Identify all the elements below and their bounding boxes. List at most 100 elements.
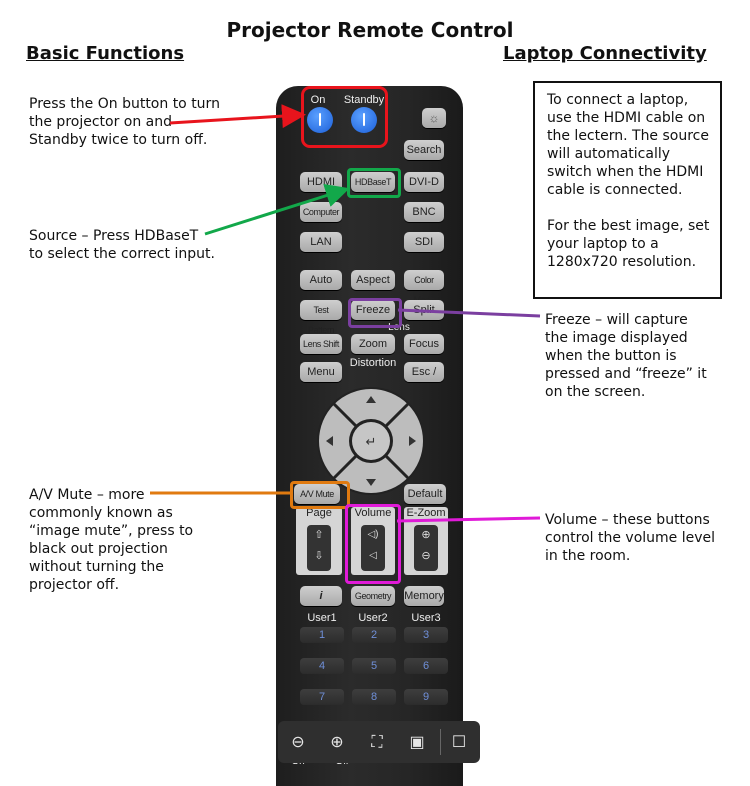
- number-1-button[interactable]: 1: [300, 627, 344, 643]
- user1-label: User1: [307, 612, 337, 624]
- hdbaset-button[interactable]: HDBaseT: [351, 172, 395, 192]
- volume-up-icon: ◁): [367, 529, 379, 540]
- on-label: On: [310, 94, 326, 106]
- comment-icon[interactable]: ☐: [451, 734, 467, 751]
- esc-button[interactable]: Esc /: [404, 362, 444, 382]
- remote-control-image: On Standby ☼ Search HDMI HDBaseT DVI-D C…: [276, 86, 463, 786]
- page-label: Page: [306, 507, 332, 519]
- bnc-button[interactable]: BNC: [404, 202, 444, 222]
- enter-icon: ↵: [366, 435, 377, 450]
- up-arrow-icon: [366, 396, 376, 403]
- laptop-box-line: To connect a laptop,: [547, 92, 689, 108]
- search-button[interactable]: Search: [404, 140, 444, 160]
- ezoom-panel: E-Zoom ⊕ ⊖: [404, 507, 448, 575]
- lan-button[interactable]: LAN: [300, 232, 342, 252]
- laptop-box-line: switch when the HDMI: [547, 164, 704, 180]
- number-6-button[interactable]: 6: [404, 658, 448, 674]
- laptop-box-line: your laptop to a: [547, 236, 659, 252]
- av-mute-note-line: A/V Mute – more: [29, 487, 145, 503]
- laptop-connectivity-heading: Laptop Connectivity: [503, 43, 707, 64]
- volume-note-line: control the volume level: [545, 530, 716, 546]
- freeze-note-line: when the button is: [545, 348, 677, 364]
- volume-pointer-line: [396, 516, 541, 523]
- laptop-box-line: 1280x720 resolution.: [547, 254, 697, 270]
- viewer-toolbar: ⊖ ⊕ ⛶ ▣ ☐: [278, 721, 480, 763]
- page-up-icon: ⇧: [314, 529, 324, 541]
- number-2-button[interactable]: 2: [352, 627, 396, 643]
- basic-functions-heading: Basic Functions: [26, 43, 185, 64]
- freeze-note-line: on the screen.: [545, 384, 646, 400]
- user2-label: User2: [358, 612, 388, 624]
- dvid-button[interactable]: DVI-D: [404, 172, 444, 192]
- volume-rocker[interactable]: ◁) ◁: [361, 525, 385, 571]
- source-note-line: Source – Press HDBaseT: [29, 228, 199, 244]
- av-mute-note-line: projector off.: [29, 577, 120, 593]
- geometry-button[interactable]: Geometry: [351, 586, 395, 606]
- light-button[interactable]: ☼: [422, 108, 446, 128]
- zoom-out-icon[interactable]: ⊖: [291, 734, 305, 751]
- page-rocker[interactable]: ⇧ ⇩: [307, 525, 331, 571]
- volume-highlight: [345, 504, 401, 584]
- auto-button[interactable]: Auto: [300, 270, 342, 290]
- freeze-highlight: [348, 298, 402, 328]
- av-mute-highlight: [290, 481, 350, 509]
- source-pointer-line: [204, 183, 350, 236]
- left-arrow-icon: [326, 436, 333, 446]
- freeze-note-line: Freeze – will capture: [545, 312, 688, 328]
- av-mute-note-line: without turning the: [29, 559, 164, 575]
- test-pattern-button[interactable]: Test Pattern: [300, 300, 342, 335]
- memory-button[interactable]: Memory: [404, 586, 444, 606]
- esc-label: Esc /: [411, 366, 437, 378]
- volume-note-line: Volume – these buttons: [545, 512, 710, 528]
- dpad[interactable]: ↵: [316, 386, 426, 496]
- standby-label: Standby: [343, 94, 385, 106]
- number-3-button[interactable]: 3: [404, 627, 448, 643]
- freeze-note-line: the image displayed: [545, 330, 688, 346]
- av-mute-note: A/V Mute – more commonly known as “image…: [29, 486, 193, 594]
- lens-shift-button[interactable]: Lens Shift: [300, 334, 342, 354]
- av-mute-note-line: commonly known as: [29, 505, 173, 521]
- right-arrow-icon: [409, 436, 416, 446]
- sun-icon: ☼: [428, 111, 440, 125]
- default-button[interactable]: Default: [404, 484, 446, 504]
- number-4-button[interactable]: 4: [300, 658, 344, 674]
- page-title: Projector Remote Control: [226, 18, 514, 42]
- number-5-button[interactable]: 5: [352, 658, 396, 674]
- hdbaset-highlight: [347, 168, 401, 198]
- power-note-line: Standby twice to turn off.: [29, 132, 208, 148]
- number-7-button[interactable]: 7: [300, 689, 344, 705]
- laptop-box-line: will automatically: [547, 146, 671, 162]
- ezoom-label: E-Zoom: [406, 507, 446, 519]
- av-mute-note-line: “image mute”, press to: [29, 523, 194, 539]
- sdi-button[interactable]: SDI: [404, 232, 444, 252]
- zoom-button[interactable]: Zoom: [351, 334, 395, 354]
- user3-label: User3: [411, 612, 441, 624]
- power-on-button[interactable]: [307, 107, 333, 133]
- ezoom-rocker[interactable]: ⊕ ⊖: [414, 525, 438, 571]
- laptop-box-line: the lectern. The source: [547, 128, 709, 144]
- standby-button[interactable]: [351, 107, 377, 133]
- page-panel: Page ⇧ ⇩: [296, 507, 342, 575]
- zoom-out-icon: ⊖: [421, 550, 431, 562]
- zoom-in-icon[interactable]: ⊕: [330, 734, 344, 751]
- av-mute-note-line: black out projection: [29, 541, 168, 557]
- power-note-line: Press the On button to turn: [29, 96, 220, 112]
- volume-down-icon: ◁: [369, 550, 377, 561]
- menu-button[interactable]: Menu: [300, 362, 342, 382]
- freeze-button[interactable]: Freeze: [351, 300, 395, 320]
- computer-button[interactable]: Computer: [300, 202, 342, 222]
- number-9-button[interactable]: 9: [404, 689, 448, 705]
- present-icon[interactable]: ▣: [409, 734, 425, 751]
- toolbar-divider: [440, 729, 441, 755]
- source-note: Source – Press HDBaseT to select the cor…: [29, 227, 215, 263]
- volume-note: Volume – these buttons control the volum…: [545, 511, 715, 565]
- focus-button[interactable]: Focus: [404, 334, 444, 354]
- laptop-connectivity-box: To connect a laptop, use the HDMI cable …: [533, 81, 722, 299]
- aspect-button[interactable]: Aspect: [351, 270, 395, 290]
- fullscreen-icon[interactable]: ⛶: [371, 734, 383, 751]
- power-note: Press the On button to turn the projecto…: [29, 95, 220, 149]
- info-button[interactable]: i: [300, 586, 342, 606]
- av-mute-button[interactable]: A/V Mute: [294, 484, 340, 504]
- number-8-button[interactable]: 8: [352, 689, 396, 705]
